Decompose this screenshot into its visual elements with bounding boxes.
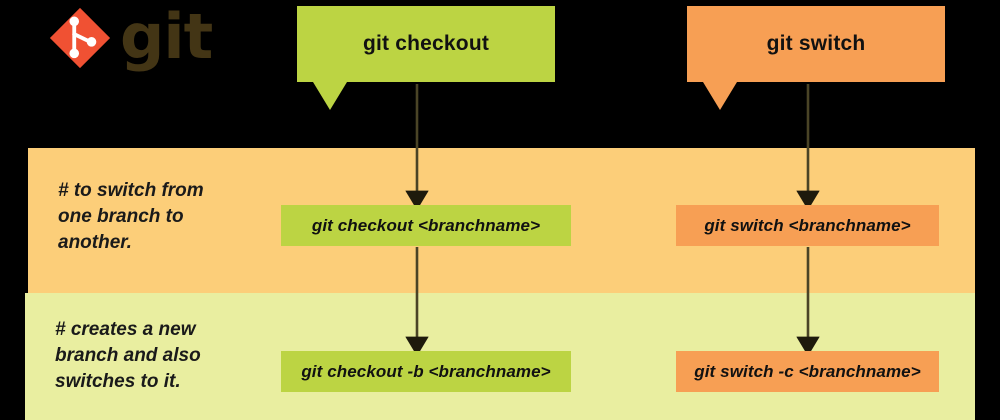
callout-label: git checkout	[362, 32, 490, 55]
callout-git-switch[interactable]: git switch	[687, 6, 945, 110]
command-git-switch-c-branchname[interactable]: git switch -c <branchname>	[676, 351, 939, 392]
command-git-checkout-branchname[interactable]: git checkout <branchname>	[281, 205, 571, 246]
callout-body: git switch	[687, 6, 945, 110]
git-logo-diamond-icon	[49, 7, 111, 69]
git-logo: git	[48, 0, 228, 74]
row-note-switch-branch: # to switch from one branch to another.	[58, 180, 204, 253]
command-git-checkout-b-branchname[interactable]: git checkout -b <branchname>	[281, 351, 571, 392]
command-git-switch-branchname[interactable]: git switch <branchname>	[676, 205, 939, 246]
git-wordmark: git	[120, 0, 213, 73]
callout-tail-icon	[703, 82, 737, 110]
row-note-create-branch: # creates a new branch and also switches…	[55, 319, 201, 392]
callout-tail-icon	[313, 82, 347, 110]
callout-git-checkout[interactable]: git checkout	[297, 6, 555, 110]
callout-body: git checkout	[297, 6, 555, 110]
callout-label: git switch	[766, 32, 866, 55]
